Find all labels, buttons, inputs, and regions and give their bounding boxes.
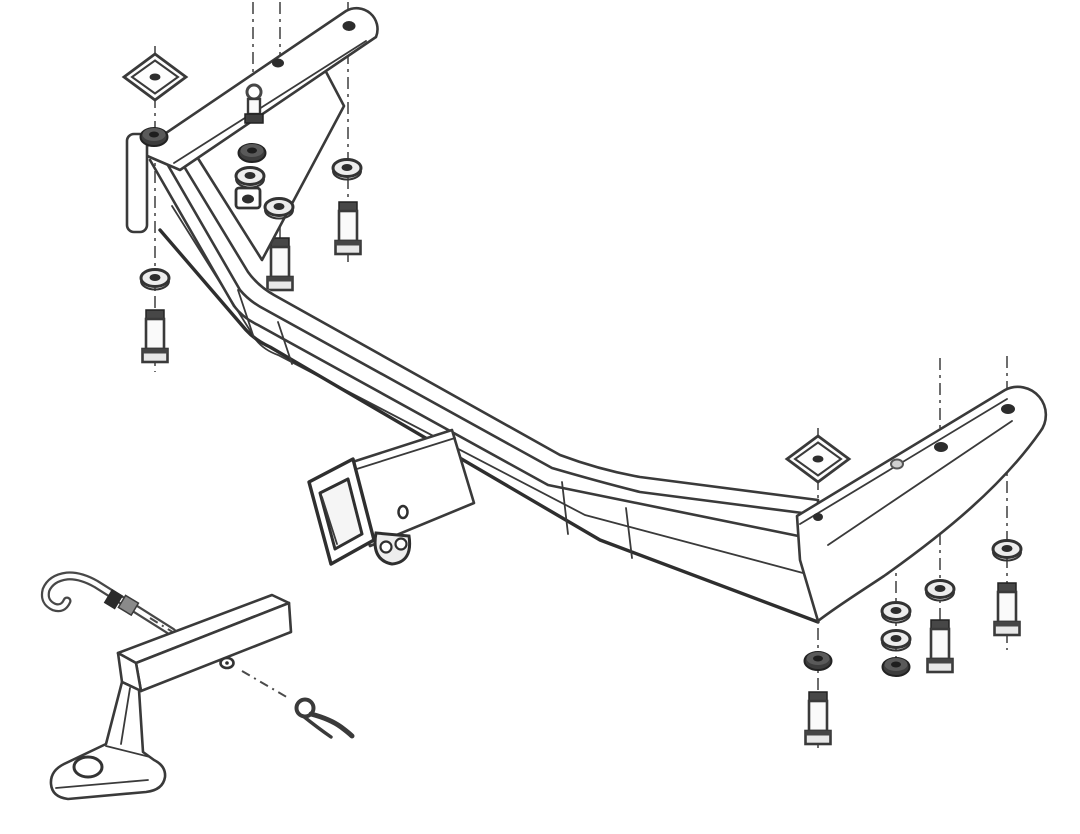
drop-inner-line xyxy=(120,687,131,745)
right-bracket-lower-hole xyxy=(813,513,823,521)
hex-nut-left xyxy=(237,143,267,163)
shank-pin-hole-center xyxy=(225,661,229,665)
right-bracket-thickness-line xyxy=(799,398,1008,525)
left-arm-end-hole xyxy=(342,21,356,31)
crossbar-top-near-edge xyxy=(156,146,820,517)
square-plate-washer-right xyxy=(785,434,851,484)
chain-loop-hole-1 xyxy=(379,540,393,554)
hex-bolt-hidden xyxy=(266,236,294,292)
crossbar-body-fill xyxy=(162,140,818,622)
left-side-plate xyxy=(125,132,149,234)
flat-washer-left-a xyxy=(234,166,266,189)
hitch-pin xyxy=(40,571,177,637)
right-bracket-mid-hole xyxy=(934,442,948,452)
main-crossbar xyxy=(148,138,820,624)
platform-thickness-line xyxy=(55,779,149,789)
hitch-pin-grip xyxy=(117,594,140,617)
right-bracket-end-hole xyxy=(1001,404,1015,414)
eye-bolt xyxy=(244,83,264,124)
hex-bolt-right-outer xyxy=(993,581,1021,637)
ball-mount-shank xyxy=(116,593,293,693)
right-bracket-open-hole xyxy=(890,458,904,470)
hex-bolt-left-outer xyxy=(141,308,169,364)
flat-washer-left-c xyxy=(331,158,363,181)
drop-and-platform xyxy=(49,680,167,801)
receiver-topface-line xyxy=(343,437,456,474)
hex-bolt-left-end xyxy=(334,200,362,256)
hitch-pin-hole xyxy=(397,504,409,520)
shank-open-end xyxy=(288,602,292,633)
hex-bolt-right-inner xyxy=(804,690,832,746)
receiver-opening-shadow xyxy=(321,496,338,545)
receiver-tube xyxy=(307,428,476,566)
flat-washer-right-b xyxy=(880,629,912,652)
ball-mount-drop xyxy=(49,680,167,801)
hex-nut-right-inner xyxy=(803,651,833,671)
hex-nut-on-plate xyxy=(139,127,169,147)
pin-clip xyxy=(294,697,355,739)
left-bracket-arm xyxy=(136,6,379,172)
right-bracket-plate xyxy=(795,385,1048,623)
crossbar-mid-seam-2 xyxy=(625,507,633,559)
flat-washer-left-outer xyxy=(139,268,171,291)
ball-hole xyxy=(72,755,104,779)
hex-nut-right-mid xyxy=(881,657,911,677)
hitch-pin-collar xyxy=(103,589,124,610)
left-arm-mid-hole xyxy=(272,58,284,68)
receiver-opening xyxy=(318,477,364,551)
crossbar-bottom-edge xyxy=(158,228,820,624)
ball-mount-assembly xyxy=(40,571,355,801)
right-mount-bracket xyxy=(795,385,1048,623)
crossbar-top-far-edge xyxy=(166,138,820,502)
left-arm-thickness-line xyxy=(173,40,367,164)
crossbar-bend-seam-1 xyxy=(237,289,255,339)
square-plate-washer-left xyxy=(122,52,188,102)
small-square-washer xyxy=(234,186,262,210)
chain-loop-hole-2 xyxy=(394,537,408,551)
crossbar-mid-seam-1 xyxy=(561,481,569,535)
left-mount-bracket xyxy=(125,6,379,234)
flat-washer-right-d xyxy=(991,539,1023,562)
flat-washer-right-a xyxy=(880,601,912,624)
flat-washer-left-b xyxy=(263,197,295,220)
left-hardware xyxy=(122,52,363,364)
clip-leader-line xyxy=(241,670,291,700)
platform-topface-edge xyxy=(105,745,151,758)
hex-bolt-right-mid xyxy=(926,618,954,674)
right-bracket-fold-line xyxy=(827,420,1013,546)
crossbar-bend-seam-2 xyxy=(277,321,293,365)
flat-washer-right-c xyxy=(924,579,956,602)
